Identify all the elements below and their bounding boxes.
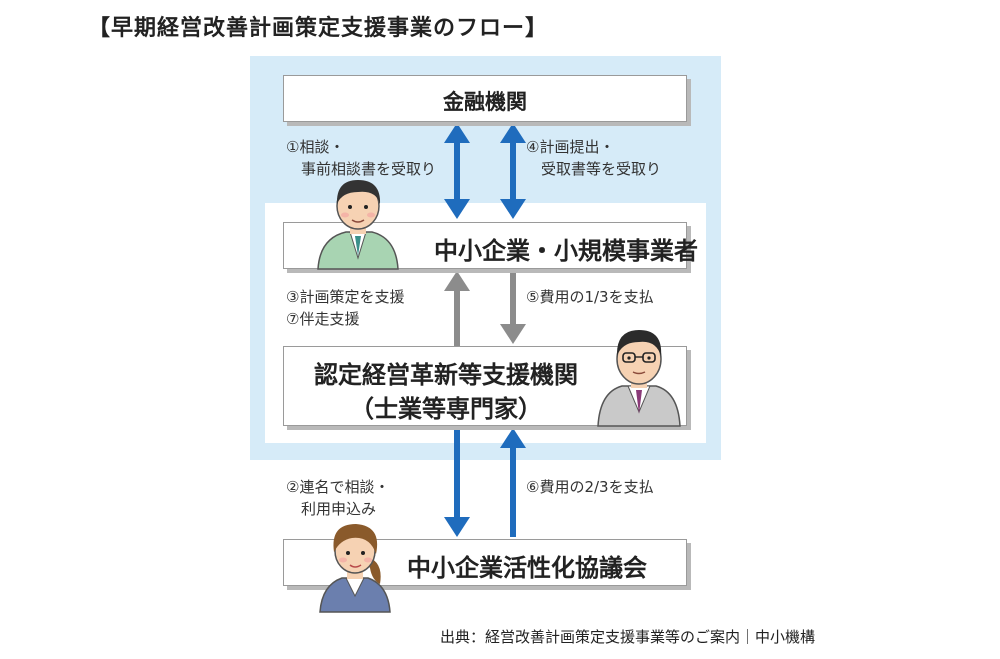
step-4-line2: 受取書等を受取り [526,160,662,178]
diagram-title: 【早期経営改善計画策定支援事業のフロー】 [88,16,549,41]
step-3-line1: ③計画策定を支援 [286,288,405,306]
woman-suit-icon [319,524,391,613]
step-5-line1: ⑤費用の1/3を支払 [526,288,654,306]
step-4-label: ④計画提出・ 受取書等を受取り [526,136,661,180]
arrow-finance-sme-left [444,123,470,219]
man-green-jacket-icon [317,180,399,270]
arrow-support-to-sme [444,271,470,346]
step-2-line1: ②連名で相談・ [286,478,390,496]
man-glasses-suit-icon [597,330,681,427]
arrow-finance-sme-right [500,123,526,219]
node-finance-label: 金融機関 [443,90,527,114]
node-finance: 金融機関 [283,75,687,122]
step-5-label: ⑤費用の1/3を支払 [526,286,654,308]
node-support-label-line2: （士業等専門家） [350,395,542,423]
source-credit: 出典：経営改善計画策定支援事業等のご案内｜中小機構 [440,628,816,646]
step-6-line1: ⑥費用の2/3を支払 [526,478,654,496]
step-1-label: ①相談・ 事前相談書を受取り [286,136,436,180]
node-sme-label: 中小企業・小規模事業者 [434,237,698,265]
step-2-label: ②連名で相談・ 利用申込み [286,476,389,520]
step-7-line: ⑦伴走支援 [286,310,360,328]
node-support-label-line1: 認定経営革新等支援機関 [314,361,578,389]
step-1-line2: 事前相談書を受取り [286,160,437,178]
arrow-support-to-council [444,428,470,537]
arrow-sme-to-support [500,272,526,344]
node-council-label: 中小企業活性化協議会 [407,554,647,582]
step-3-label: ③計画策定を支援 ⑦伴走支援 [286,286,404,330]
step-4-line1: ④計画提出・ [526,138,615,156]
arrow-council-to-support [500,428,526,537]
step-1-line1: ①相談・ [286,138,345,156]
step-2-line2: 利用申込み [286,500,377,518]
step-6-label: ⑥費用の2/3を支払 [526,476,654,498]
